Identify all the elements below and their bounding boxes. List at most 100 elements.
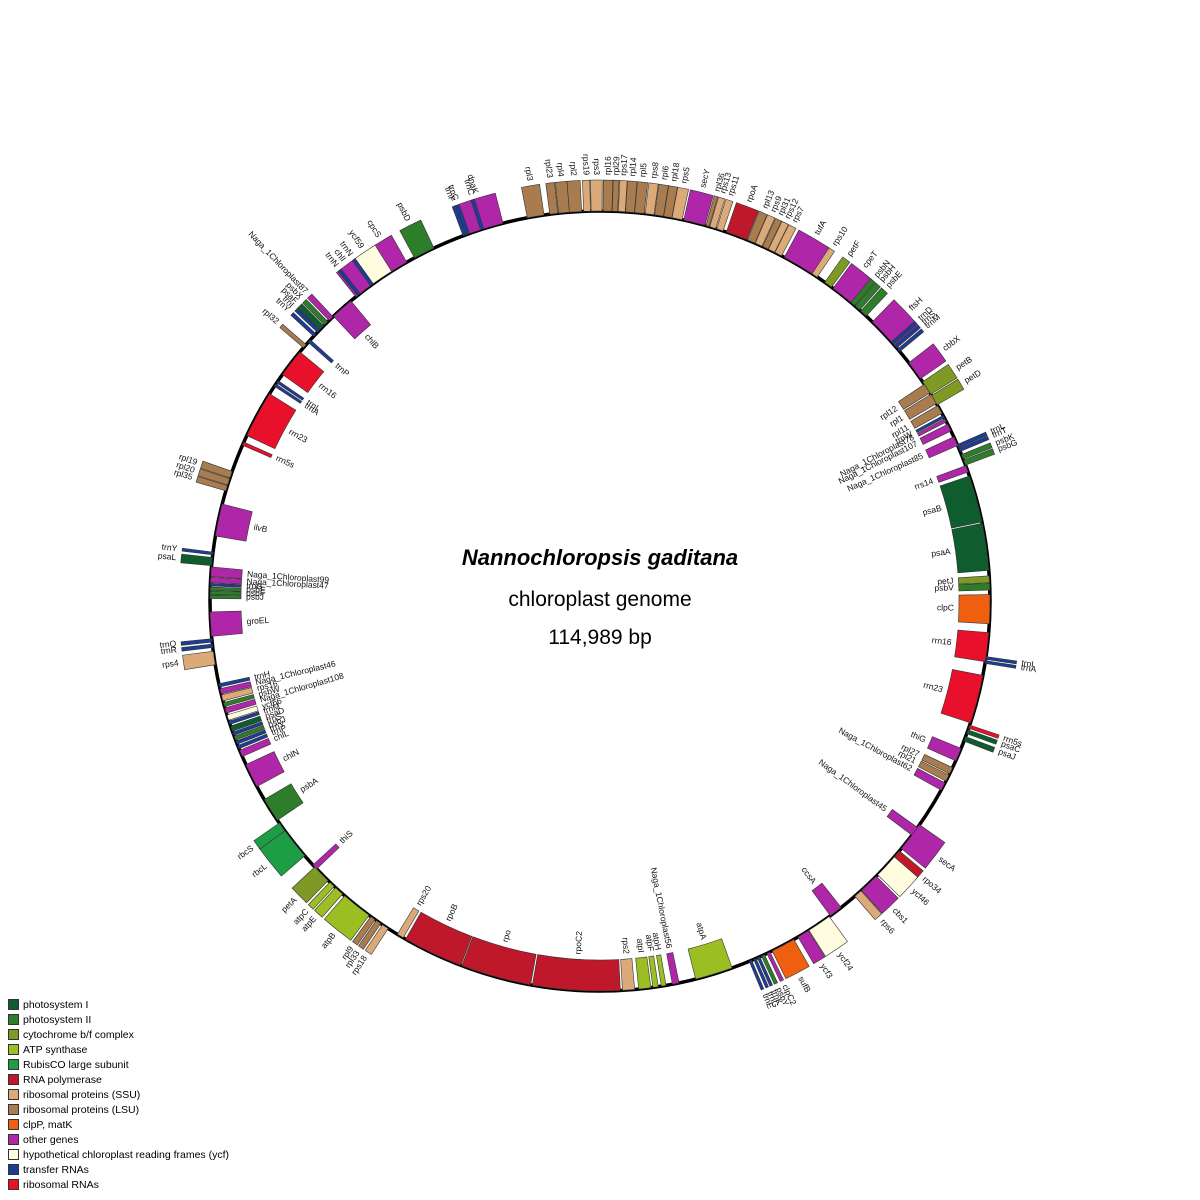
gene-rps12-29 bbox=[768, 220, 789, 253]
gene-psbn-35 bbox=[850, 278, 876, 306]
gene-rps18-98 bbox=[364, 924, 389, 955]
gene-label: atpH bbox=[651, 932, 664, 951]
gene-psbe-129 bbox=[209, 586, 242, 592]
gene-naga_1chloroplast46-121 bbox=[219, 681, 252, 695]
gene-ycf24-80 bbox=[808, 916, 848, 957]
gene-label: rbcL bbox=[250, 861, 269, 879]
gene-trni-63 bbox=[985, 656, 1018, 665]
gene-trns-114 bbox=[232, 721, 264, 736]
gene-label: secA bbox=[937, 854, 958, 874]
gene-features bbox=[180, 179, 1018, 992]
gene-label: groEL bbox=[246, 615, 270, 626]
gene-atpf-91 bbox=[648, 955, 659, 988]
gene-label: rps10 bbox=[830, 224, 850, 247]
gene-naga_1chloroplast45-73 bbox=[886, 809, 918, 836]
gene-rpoc2-94 bbox=[531, 954, 621, 992]
gene-trng-130 bbox=[209, 582, 242, 588]
gene-naga_1chloroplast78-49 bbox=[917, 418, 947, 437]
legend-label: ribosomal proteins (LSU) bbox=[23, 1103, 140, 1116]
gene-naga_1chloroplast56-89 bbox=[666, 952, 680, 985]
gene-psac-67 bbox=[966, 729, 998, 745]
gene-rps3-11 bbox=[590, 179, 603, 212]
gene-label: ycf24 bbox=[836, 950, 856, 973]
legend-item: photosystem II bbox=[8, 1012, 229, 1027]
gene-rpl23-7 bbox=[545, 182, 559, 215]
legend-item: RubisCO large subunit bbox=[8, 1057, 229, 1072]
gene-label: rps6 bbox=[879, 917, 898, 936]
gene-chll-110 bbox=[239, 737, 272, 757]
legend-swatch bbox=[8, 1014, 19, 1025]
gene-psbx-149 bbox=[302, 299, 329, 326]
gene-chln-109 bbox=[245, 751, 285, 787]
legend-label: ATP synthase bbox=[23, 1043, 88, 1056]
gene-psbf-128 bbox=[209, 590, 242, 596]
gene-label: atpB bbox=[319, 930, 338, 950]
gene-label: atpA bbox=[694, 921, 709, 941]
gene-rpl18-19 bbox=[663, 185, 678, 219]
legend-swatch bbox=[8, 1179, 19, 1190]
gene-rps20-97 bbox=[396, 907, 420, 939]
gene-rps13-23 bbox=[709, 196, 726, 229]
gene-label: rbcS bbox=[235, 843, 255, 861]
gene-rpl11-47 bbox=[910, 405, 943, 429]
gene-trny-146 bbox=[290, 312, 317, 337]
genome-size: 114,989 bp bbox=[548, 626, 652, 649]
gene-naga_1chloroplast99-132 bbox=[210, 566, 243, 579]
legend-swatch bbox=[8, 1104, 19, 1115]
gene-atph-90 bbox=[656, 954, 667, 987]
gene-trnc-1 bbox=[455, 203, 470, 236]
gene-cbbx-42 bbox=[908, 343, 947, 380]
gene-label: trnA bbox=[1020, 662, 1037, 674]
gene-label: atpI bbox=[635, 938, 647, 953]
gene-trnr-124 bbox=[181, 643, 214, 652]
legend-swatch bbox=[8, 999, 19, 1010]
legend-label: RubisCO large subunit bbox=[23, 1058, 129, 1071]
gene-psaf-148 bbox=[297, 303, 325, 331]
gene-label: ccsA bbox=[799, 865, 818, 886]
gene-label: rps3 bbox=[592, 158, 602, 175]
gene-psad-115 bbox=[230, 715, 262, 732]
gene-psbk-54 bbox=[961, 442, 993, 460]
gene-label: psbV bbox=[934, 582, 954, 593]
gene-label: rpoB bbox=[443, 902, 460, 923]
gene-label: rpl3 bbox=[523, 166, 535, 182]
gene-rps2-93 bbox=[620, 958, 635, 991]
gene-label: psbF bbox=[246, 588, 265, 598]
gene-rpl14-15 bbox=[625, 180, 638, 213]
gene-rps17-14 bbox=[618, 180, 628, 213]
legend-label: clpP, matK bbox=[23, 1118, 73, 1131]
gene-psbe-37 bbox=[860, 287, 888, 317]
gene-label: chlN bbox=[281, 747, 301, 764]
gene-label: rpl16 bbox=[602, 156, 612, 175]
gene-trnt-53 bbox=[958, 435, 990, 452]
gene-rps19-10 bbox=[582, 179, 591, 212]
gene-label: ilvB bbox=[253, 522, 269, 535]
gene-trnq-125 bbox=[180, 638, 213, 646]
gene-naga_1chloroplast47-131 bbox=[210, 576, 242, 585]
legend-label: ribosomal RNAs bbox=[23, 1178, 99, 1191]
gene-label: rpl6 bbox=[659, 165, 671, 181]
gene-psbj-127 bbox=[209, 594, 242, 600]
gene-label: trnC bbox=[462, 178, 476, 196]
gene-petj-59 bbox=[957, 575, 990, 585]
gene-label: psbJ bbox=[246, 592, 264, 602]
legend-swatch bbox=[8, 1164, 19, 1175]
gene-label: chlB bbox=[363, 332, 382, 351]
gene-ycf59-153 bbox=[353, 244, 393, 285]
gene-label: sufB bbox=[796, 974, 813, 994]
gene-rpl9-100 bbox=[352, 916, 376, 946]
gene-clpc2-83 bbox=[766, 951, 784, 982]
gene-seca-74 bbox=[900, 824, 946, 869]
gene-naga_1chloroplast87-150 bbox=[307, 293, 334, 321]
gene-label: trnR bbox=[160, 644, 177, 656]
gene-label: rpoA bbox=[744, 183, 760, 204]
legend-swatch bbox=[8, 1134, 19, 1145]
legend-item: clpP, matK bbox=[8, 1117, 229, 1132]
gene-label: rrn5s bbox=[274, 453, 296, 470]
legend-item: ribosomal RNAs bbox=[8, 1177, 229, 1192]
genome-type: chloroplast genome bbox=[508, 588, 691, 611]
gene-label: trnI bbox=[1021, 658, 1035, 670]
gene-rpl6-18 bbox=[654, 183, 669, 217]
gene-label: rrn16 bbox=[931, 635, 952, 647]
